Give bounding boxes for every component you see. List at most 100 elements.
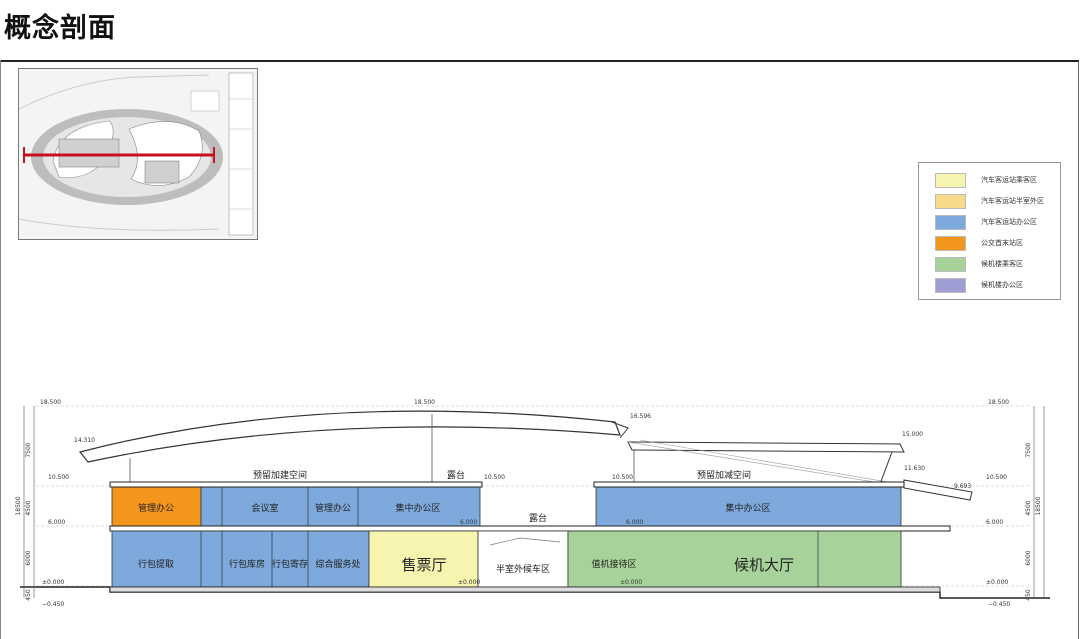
legend-label: 汽车客运站办公区 [981, 218, 1037, 226]
drawing-frame [0, 60, 1079, 639]
legend-swatch [935, 173, 966, 188]
building-section: 管理办公 会议室 管理办公 集中办公区 集中办公区 行包提取 行包库房 行包寄存… [15, 399, 1050, 608]
elev-10500-mid: 10.500 [484, 474, 505, 481]
floor-slab-6000 [109, 525, 951, 532]
label-office-area-right: 集中办公区 [725, 502, 770, 514]
elevation-marks: 18.500 18.500 18.500 16.596 15.000 14.31… [40, 399, 1010, 608]
elev-10500-r1: 10.500 [612, 474, 633, 481]
legend-swatch [935, 257, 966, 272]
key-plan-drawing [18, 69, 257, 239]
label-airport-reception: 值机接待区 [591, 558, 636, 570]
legend-label: 候机楼办公区 [981, 281, 1023, 289]
legend-label: 公交首末站区 [981, 239, 1023, 247]
label-mgmt-office-orange: 管理办公 [138, 502, 174, 514]
site-road-2 [18, 218, 220, 231]
legend-item: 汽车客运站半室外区 [935, 194, 1065, 210]
elev-m450-left: −0.450 [42, 601, 64, 608]
elev-m450-right: −0.450 [988, 601, 1010, 608]
upper-partitions [221, 486, 359, 527]
legend-item: 候机楼办公区 [935, 278, 1065, 294]
plan-block-right [144, 160, 180, 184]
dim-450-right: 450 [1025, 589, 1032, 601]
arched-roof-canopy [78, 410, 621, 463]
elev-0-right: ±0.000 [986, 579, 1008, 586]
dim-18500-right: 18500 [1035, 496, 1042, 515]
site-road [18, 74, 210, 110]
elev-10500-right: 10.500 [986, 474, 1007, 481]
upper-office-block-left [200, 485, 481, 528]
elev-16596: 16.596 [630, 413, 651, 420]
dimension-labels: 7500 4500 6000 450 18500 7500 4500 6000 … [15, 442, 1042, 601]
roof-edge [611, 421, 629, 439]
legend-swatch [935, 215, 966, 230]
legend-swatch [935, 194, 966, 209]
label-departure-hall: 候机大厅 [734, 556, 794, 574]
ground-slab [109, 586, 941, 593]
label-baggage-storeroom: 行包库房 [229, 558, 265, 570]
elev-10500-left: 10.500 [48, 474, 69, 481]
roof-slab-right [593, 481, 905, 488]
label-baggage-claim: 行包提取 [138, 558, 174, 570]
legend-item: 汽车客运站办公区 [935, 215, 1065, 231]
dim-4500-left: 4500 [25, 500, 32, 515]
elev-15000: 15.000 [902, 431, 923, 438]
key-plan-thumbnail [18, 68, 258, 240]
legend-label: 汽车客运站乘客区 [981, 176, 1037, 184]
legend: 汽车客运站乘客区 汽车客运站半室外区 汽车客运站办公区 公交首末站区 候机楼乘客… [918, 162, 1061, 300]
label-terrace-mid: 露台 [529, 512, 547, 524]
elev-18500-left: 18.500 [40, 399, 61, 406]
ground-office-block [111, 530, 370, 588]
room-departure-hall [567, 530, 902, 588]
room-semi-outdoor-waiting [477, 530, 569, 588]
stair [489, 537, 561, 546]
plan-title-block [228, 72, 254, 236]
elev-18500-mid: 18.500 [414, 399, 435, 406]
roof-columns [129, 414, 635, 486]
label-reserved-space-right: 预留加减空间 [697, 469, 751, 481]
legend-label: 候机楼乘客区 [981, 260, 1023, 268]
elev-6000-m2: 6.000 [626, 519, 643, 526]
label-service-center: 综合服务处 [315, 558, 360, 570]
dim-6000-right: 6000 [1025, 550, 1032, 565]
plan-block-left [58, 138, 120, 168]
elev-0-left: ±0.000 [42, 579, 64, 586]
legend-item: 汽车客运站乘客区 [935, 173, 1065, 189]
dim-7500-left: 7500 [25, 442, 32, 457]
label-baggage-deposit: 行包寄存 [272, 558, 308, 570]
dim-4500-right: 4500 [1025, 500, 1032, 515]
label-mgmt-office: 管理办公 [315, 502, 351, 514]
right-canopy [627, 441, 905, 453]
label-reserved-space-left: 预留加建空间 [253, 469, 307, 481]
dim-7500-right: 7500 [1025, 442, 1032, 457]
legend-item: 公交首末站区 [935, 236, 1065, 252]
canopy-strut [879, 451, 893, 485]
legend-swatch [935, 278, 966, 293]
elev-14310: 14.310 [74, 437, 95, 444]
frame-left-edge [0, 60, 1, 639]
dimension-lines [23, 406, 1045, 598]
label-terrace-top: 露台 [447, 469, 465, 481]
label-ticket-hall: 售票厅 [401, 556, 446, 574]
page-title: 概念剖面 [4, 13, 116, 44]
elev-11630: 11.630 [904, 465, 925, 472]
label-semi-outdoor-waiting: 半室外候车区 [496, 563, 550, 575]
ground-partitions [200, 531, 309, 587]
label-meeting-room: 会议室 [251, 502, 278, 514]
elev-6000-right: 6.000 [986, 519, 1003, 526]
elev-6000-m1: 6.000 [460, 519, 477, 526]
legend-label: 汽车客运站半室外区 [981, 197, 1044, 205]
roof-slab-left [109, 481, 483, 488]
room-mgmt-office-orange [111, 485, 202, 528]
legend-item: 候机楼乘客区 [935, 257, 1065, 273]
elev-9693: 9.693 [954, 483, 971, 490]
legend-swatch [935, 236, 966, 251]
elev-6000-left: 6.000 [48, 519, 65, 526]
room-ticket-hall [368, 530, 479, 588]
dim-18500-left: 18500 [15, 496, 22, 515]
elev-0-m2: ±0.000 [620, 579, 642, 586]
elev-0-m1: ±0.000 [458, 579, 480, 586]
label-office-area-left: 集中办公区 [395, 502, 440, 514]
dim-6000-left: 6000 [25, 550, 32, 565]
dim-450-left: 450 [25, 589, 32, 601]
plan-mini-legend [190, 90, 220, 112]
